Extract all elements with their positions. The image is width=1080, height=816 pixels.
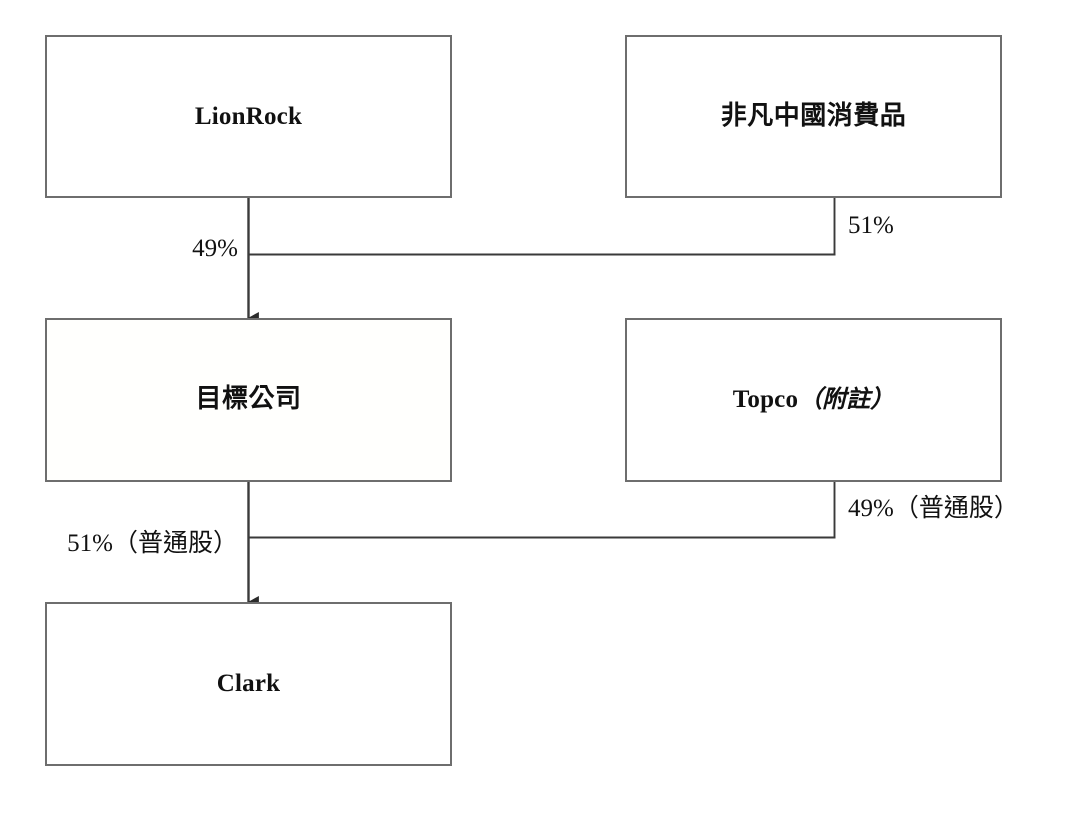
edge-ffc-to-target [248, 198, 836, 256]
entity-label-topco-group: Topco（附註） [733, 385, 894, 415]
edge-label-lionrock-to-target: 49% [192, 235, 238, 262]
entity-label-lionrock: LionRock [194, 102, 303, 130]
edge-topco-to-clark [248, 482, 836, 539]
entity-label-clark: Clark [216, 670, 281, 697]
entity-box-ffc[interactable]: 非凡中國消費品 [625, 35, 1002, 198]
entity-box-topco[interactable]: Topco（附註） [625, 318, 1002, 482]
entity-box-lionrock[interactable]: LionRock [45, 35, 452, 198]
edge-label-target-to-clark: 51%（普通股） [67, 530, 238, 557]
entity-note-topco: （附註） [798, 387, 895, 413]
edge-label-topco-to-clark: 49%（普通股） [848, 495, 1019, 522]
entity-label-topco: Topco [732, 386, 799, 413]
entity-box-clark[interactable]: Clark [45, 602, 452, 766]
entity-label-ffc: 非凡中國消費品 [720, 100, 907, 131]
edge-label-ffc-to-target: 51% [848, 212, 894, 239]
entity-label-target-company: 目標公司 [195, 384, 302, 415]
entity-box-target-company[interactable]: 目標公司 [45, 318, 452, 482]
